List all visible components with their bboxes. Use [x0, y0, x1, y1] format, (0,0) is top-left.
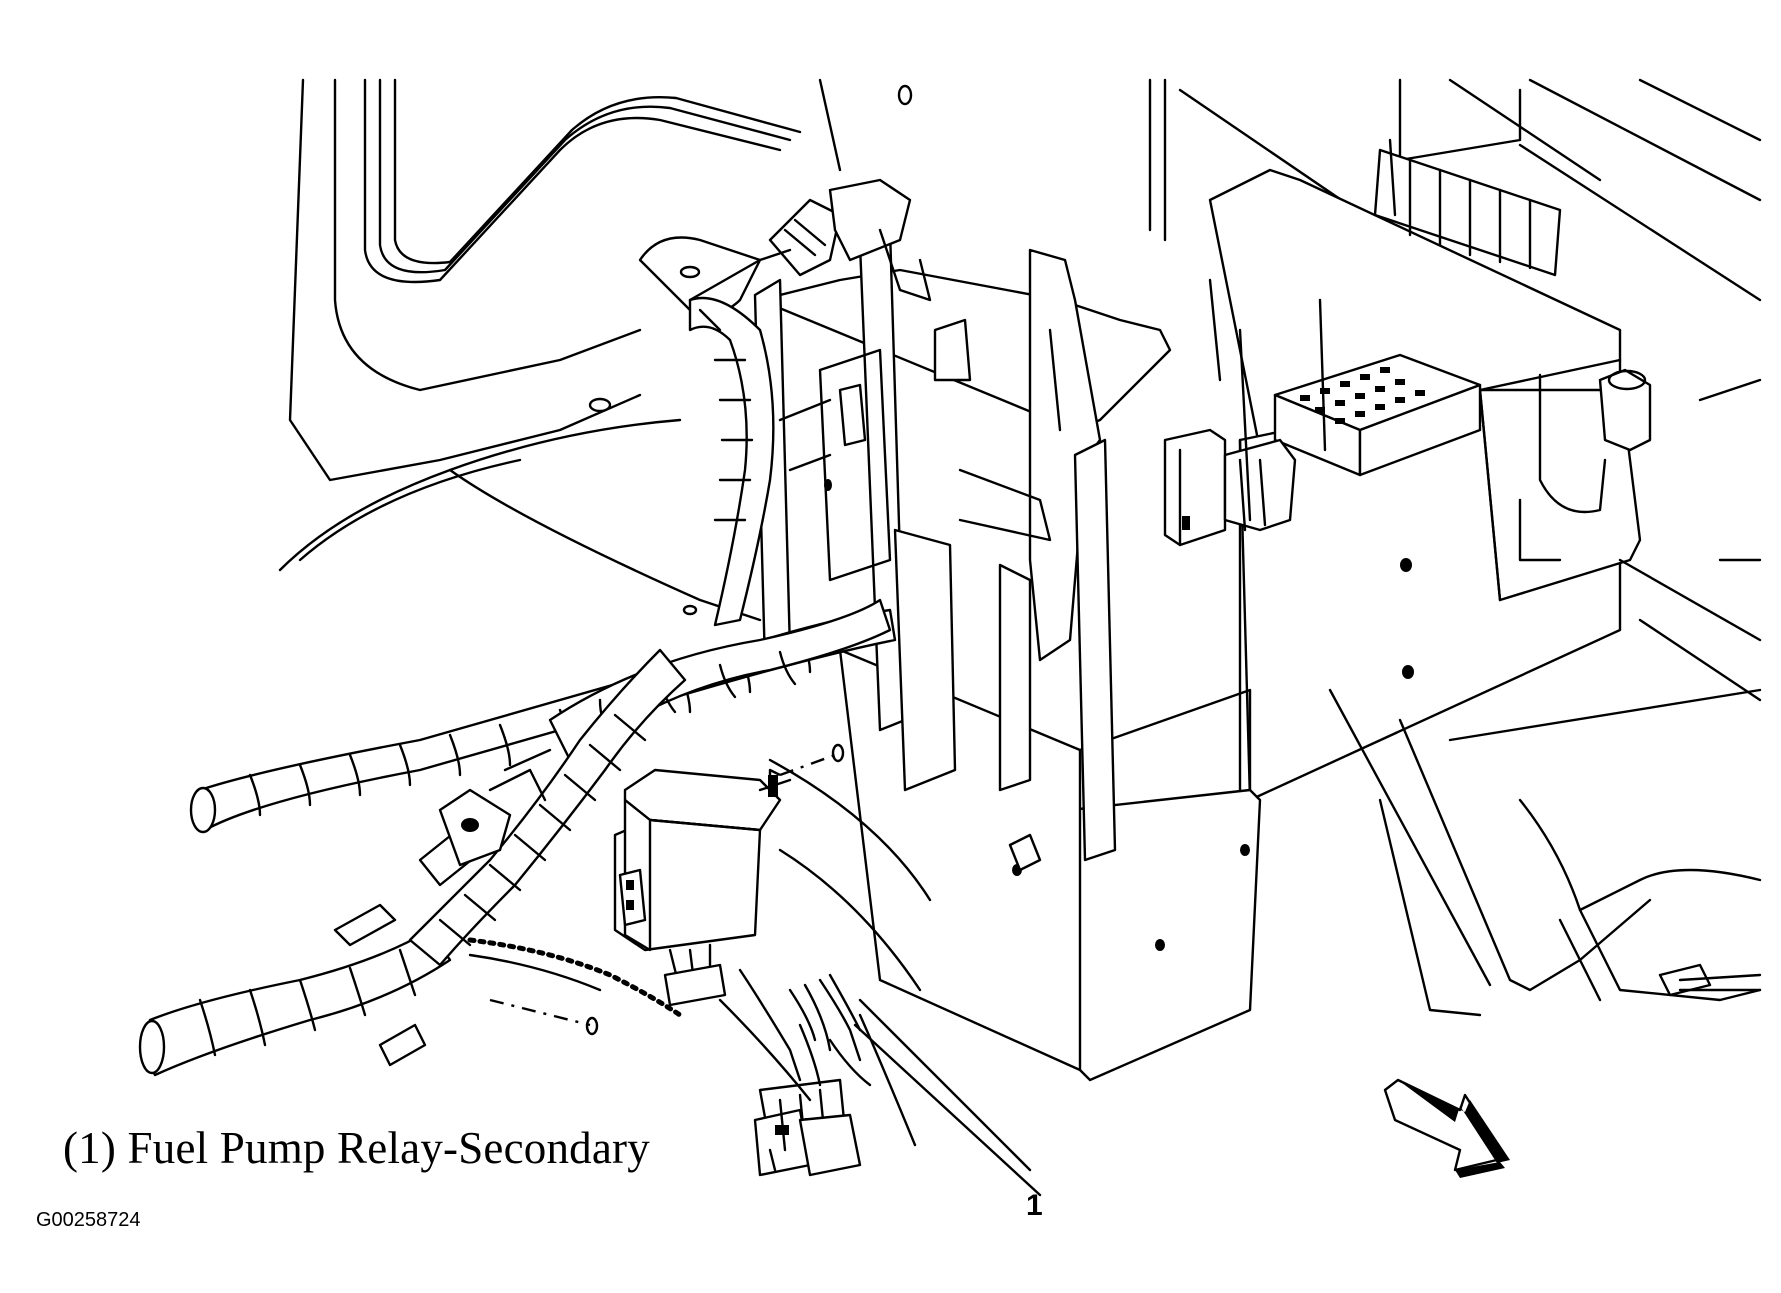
frame-outline	[718, 558, 1762, 1172]
strut-tower-outline	[278, 236, 762, 622]
callout-number: 1	[1026, 1189, 1043, 1222]
forward-arrow-icon	[1383, 1078, 1510, 1178]
fuel-pump-relay-secondary	[613, 768, 792, 1007]
callout-leader-line	[853, 1023, 1042, 1197]
fuse-block	[1273, 353, 1482, 477]
figure-caption: (1) Fuel Pump Relay-Secondary	[63, 1123, 650, 1173]
mini-relay	[1163, 428, 1297, 547]
wiring-harness-vertical	[688, 178, 932, 627]
body-panel-outline	[288, 78, 1762, 562]
fuse-box-rear-connector	[1373, 138, 1562, 277]
wiring-harness-lower	[138, 648, 687, 1077]
underhood-fuse-box	[1088, 138, 1652, 862]
figure-id: G00258724	[36, 1209, 141, 1231]
relay-pigtail-connector	[753, 973, 872, 1177]
